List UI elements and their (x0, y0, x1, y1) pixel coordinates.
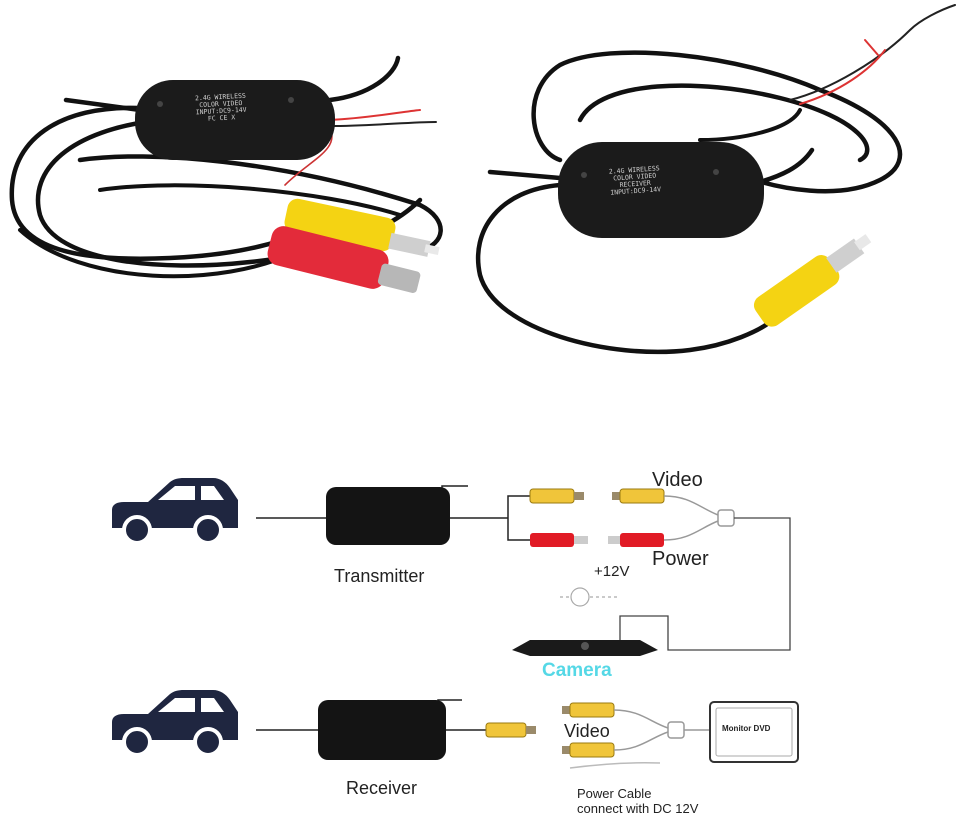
transmitter-chip-text: 2.4G WIRELESS COLOR VIDEO INPUT:DC9-14V … (181, 92, 260, 124)
monitor-label: Monitor DVD (722, 724, 771, 733)
video-label-bottom: Video (564, 721, 610, 741)
voltage-label: +12V (594, 563, 630, 580)
power-cable-line2: connect with DC 12V (577, 801, 699, 816)
rca-red-tx (530, 533, 588, 547)
camera-label: Camera (542, 660, 612, 681)
car-icon (112, 690, 238, 757)
receiver-box (318, 700, 446, 760)
video-label-top: Video (652, 469, 703, 491)
rca-yellow-rx (485, 722, 536, 738)
dc-plug-hint (560, 587, 618, 607)
rca-red-cam (608, 533, 664, 547)
car-icon (112, 478, 238, 545)
rca-yellow-tx (529, 488, 584, 504)
rca-yellow-cam (612, 488, 665, 504)
receiver-module (558, 142, 764, 238)
receiver-label: Receiver (346, 778, 418, 798)
rca-plug-red (267, 226, 421, 293)
power-label: Power (652, 548, 709, 570)
power-cable-line1: Power Cable (577, 786, 652, 801)
camera-icon (512, 640, 658, 656)
rca-yellow-monitor-2 (562, 742, 615, 758)
rca-plug-yellow-receiver (753, 234, 872, 327)
power-cable-note: Power Cable connect with DC 12V (577, 786, 698, 816)
monitor-icon (709, 701, 799, 763)
receiver-chip-text: 2.4G WIRELESS COLOR VIDEO RECEIVER INPUT… (603, 164, 667, 197)
transmitter-box (326, 487, 450, 545)
receiver-photo (475, 4, 956, 355)
transmitter-module (135, 80, 335, 160)
rca-plug-yellow (284, 198, 440, 257)
transmitter-label: Transmitter (334, 566, 425, 586)
rca-yellow-monitor-1 (562, 702, 615, 718)
